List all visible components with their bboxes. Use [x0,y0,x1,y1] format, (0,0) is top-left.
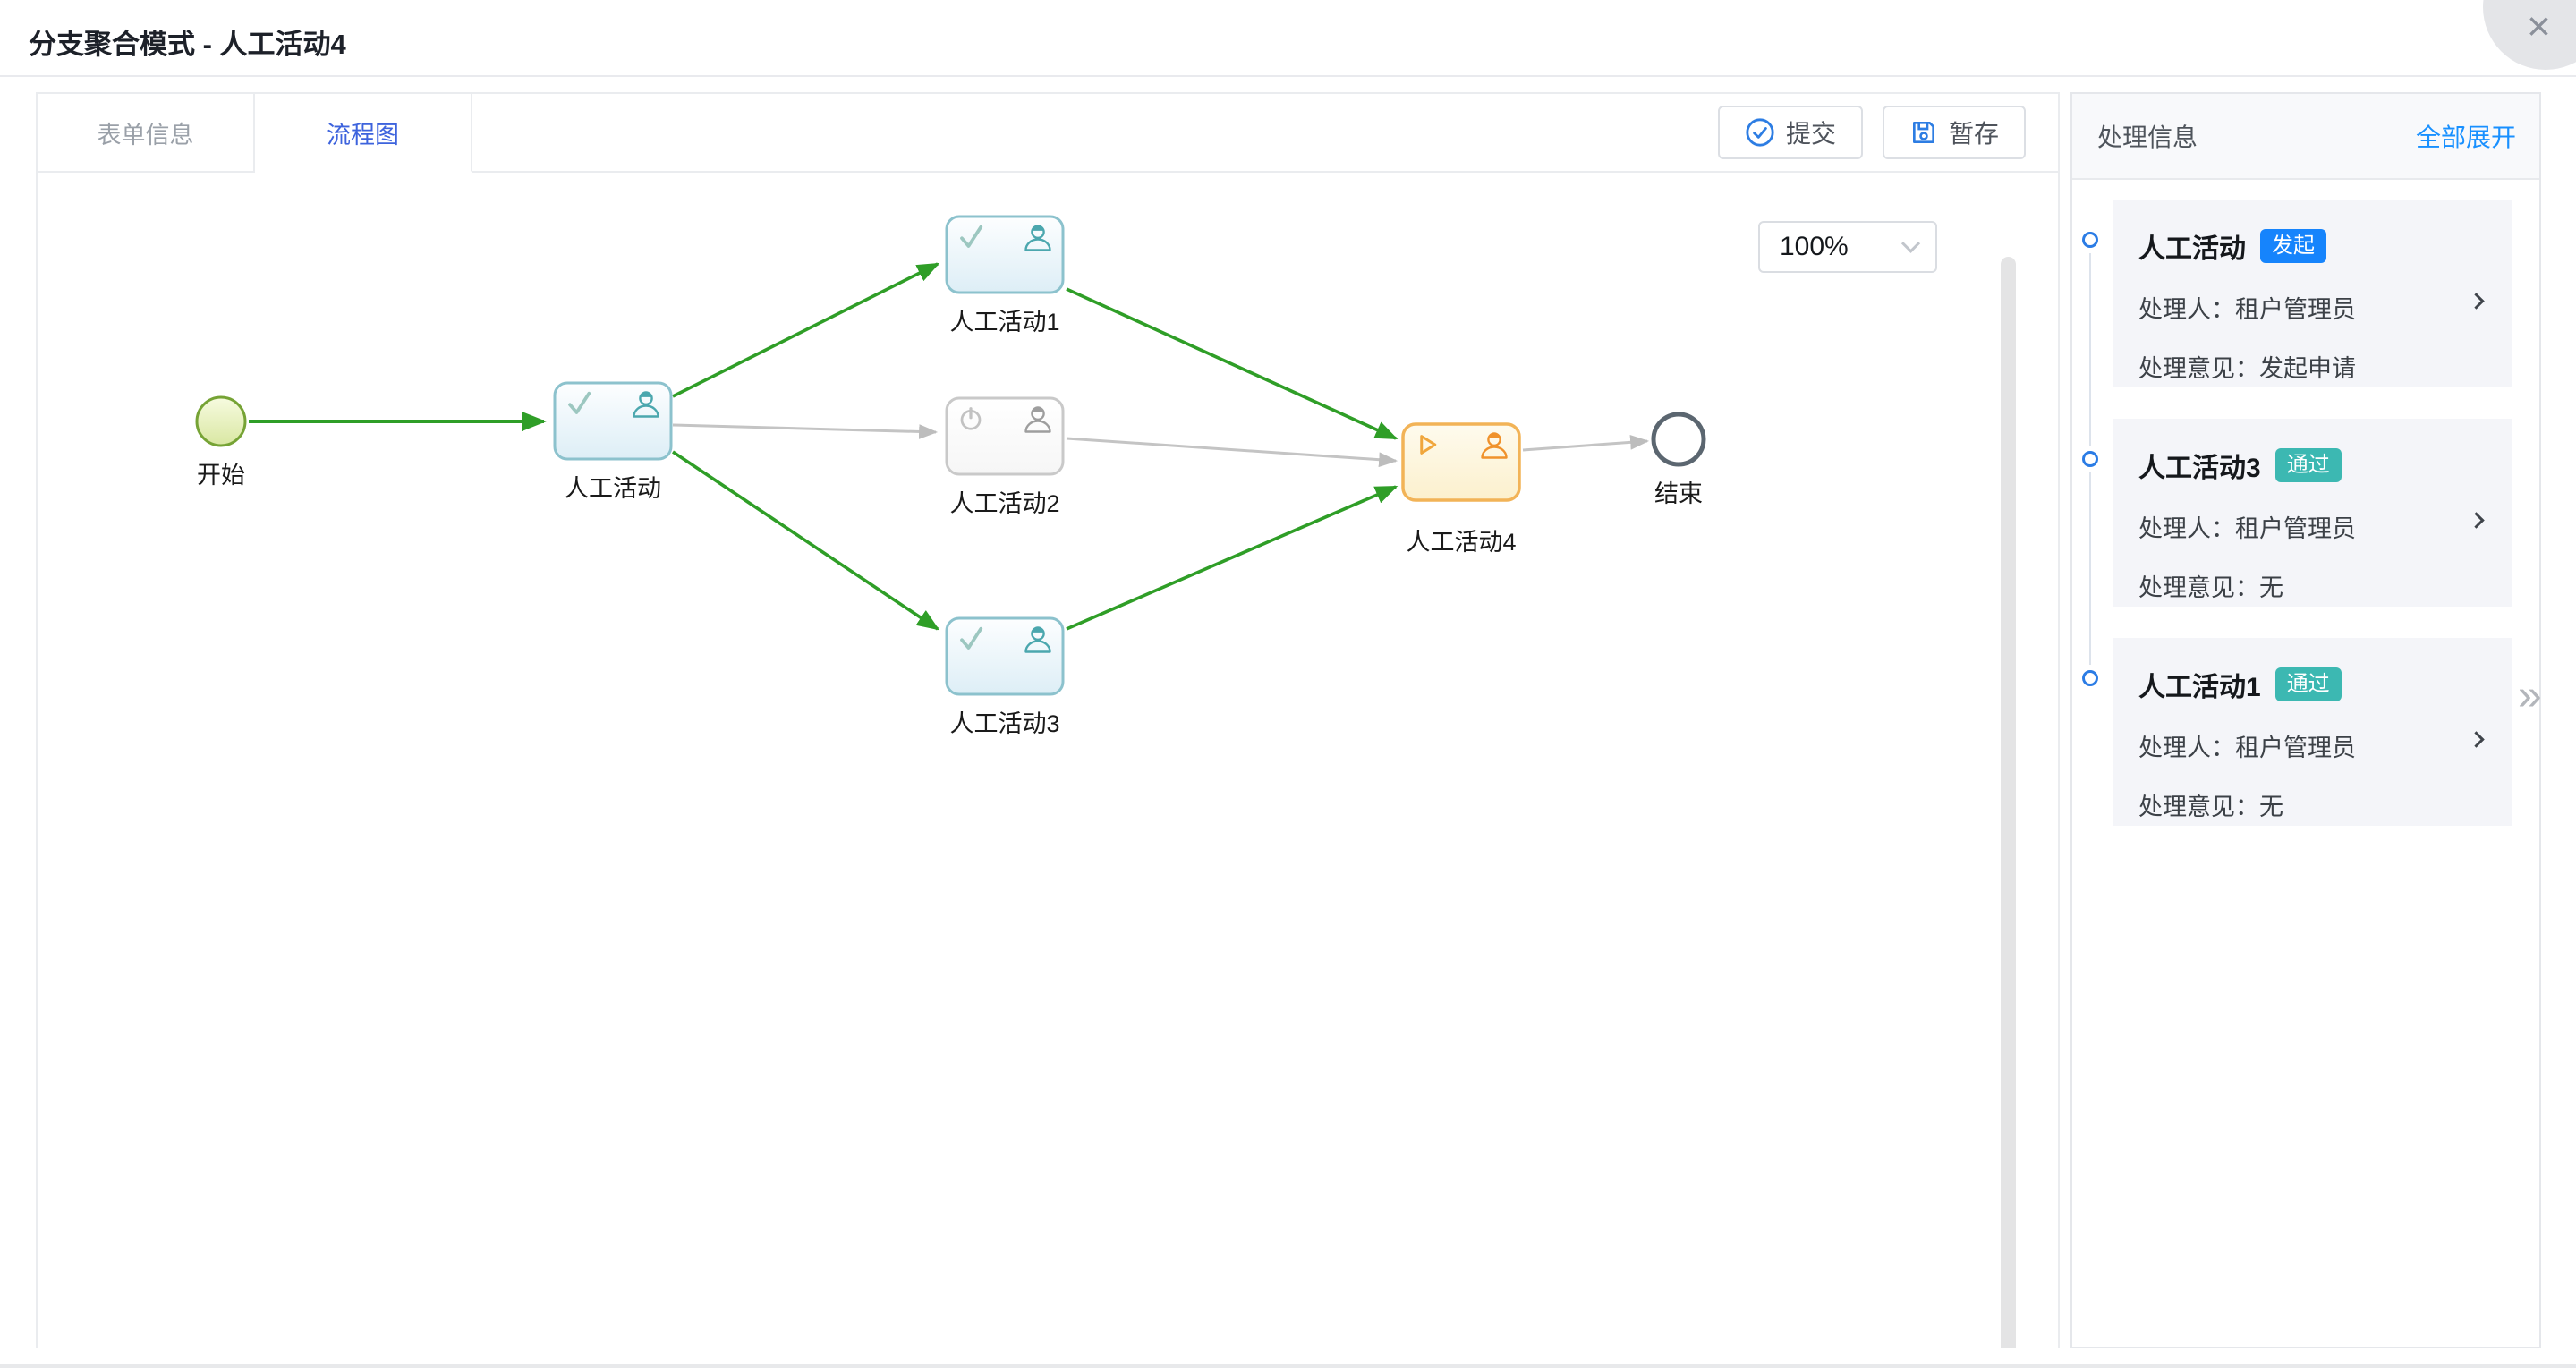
svg-text:人工活动2: 人工活动2 [949,490,1059,517]
flow-node-act[interactable]: 人工活动 [553,381,673,502]
svg-text:人工活动1: 人工活动1 [949,309,1059,336]
tab-bar: 表单信息 流程图 提交 暂存 [38,94,2058,173]
status-badge: 通过 [2274,667,2342,701]
svg-text:人工活动: 人工活动 [565,475,661,502]
window-bottom-edge [0,1364,2576,1368]
dialog-titlebar: 分支聚合模式 - 人工活动4 [0,0,2576,77]
process-card[interactable]: 人工活动3 通过 处理人：租户管理员 处理意见：无 [2113,419,2512,607]
zoom-level-value: 100% [1780,232,1849,261]
timeline-dot [2082,670,2098,686]
timeline-dot [2082,232,2098,248]
vertical-scrollbar-thumb[interactable] [2001,257,2016,1348]
chevron-down-icon [1900,234,1921,253]
handler-label: 处理人： [2138,735,2235,761]
submit-button[interactable]: 提交 [1717,106,1863,159]
edge-act1-act4 [1066,287,1399,440]
opinion-label: 处理意见： [2138,574,2259,601]
svg-text:人工活动3: 人工活动3 [949,710,1059,737]
panel-header: 处理信息 全部展开 [2072,94,2539,180]
process-card[interactable]: 人工活动 发起 处理人：租户管理员 处理意见：发起申请 [2113,200,2512,387]
svg-text:结束: 结束 [1654,480,1703,507]
svg-text:人工活动4: 人工活动4 [1406,529,1516,556]
opinion-label: 处理意见： [2138,794,2259,820]
chevron-right-icon[interactable] [2468,293,2485,310]
handler-value: 租户管理员 [2235,515,2356,542]
opinion-row: 处理意见：无 [2138,568,2487,603]
expand-all-link[interactable]: 全部展开 [2415,123,2516,151]
process-card-title: 人工活动1 [2138,673,2261,702]
zoom-level-select[interactable]: 100% [1758,221,1937,273]
timeline-connector [2089,253,2091,446]
save-icon [1912,122,1934,143]
handler-row: 处理人：租户管理员 [2138,509,2487,544]
status-badge: 发起 [2260,229,2326,263]
edge-act-act2 [672,423,939,439]
handler-label: 处理人： [2138,296,2235,323]
edge-act2-act4 [1066,437,1399,468]
process-card[interactable]: 人工活动1 通过 处理人：租户管理员 处理意见：无 [2113,638,2512,826]
timeline-dot [2082,451,2098,467]
opinion-label: 处理意见： [2138,355,2259,382]
flow-node-start[interactable]: 开始 [195,395,247,489]
flow-diagram: 开始 人工活动 人工活动1 [195,215,1706,737]
handler-row: 处理人：租户管理员 [2138,290,2487,325]
panel-collapse-icon[interactable]: » [2518,672,2542,719]
opinion-value: 发起申请 [2259,355,2356,382]
handler-label: 处理人： [2138,515,2235,542]
edge-act3-act4 [1066,485,1399,631]
process-card-title: 人工活动3 [2138,454,2261,483]
save-draft-label: 暂存 [1948,120,1999,148]
main-content-card: 表单信息 流程图 提交 暂存 [36,92,2060,1348]
edge-act-act1 [672,262,940,398]
opinion-value: 无 [2259,794,2283,820]
check-circle-icon [1746,118,1774,147]
flow-node-act2[interactable]: 人工活动2 [945,396,1065,517]
submit-label: 提交 [1785,120,1836,148]
handler-value: 租户管理员 [2235,735,2356,761]
panel-title: 处理信息 [2097,123,2198,151]
flow-node-act4[interactable]: 人工活动4 [1401,422,1521,556]
flow-node-end[interactable]: 结束 [1651,412,1706,507]
opinion-row: 处理意见：无 [2138,787,2487,822]
process-info-panel: 处理信息 全部展开 人工活动 发起 处理人：租户管理员 处理意见：发起申请 [2070,92,2542,1348]
opinion-row: 处理意见：发起申请 [2138,349,2487,384]
chevron-right-icon[interactable] [2468,731,2485,748]
close-icon[interactable]: × [2527,3,2551,49]
flow-node-act3[interactable]: 人工活动3 [945,616,1065,737]
toolbar: 提交 暂存 [472,94,2058,173]
timeline: 人工活动 发起 处理人：租户管理员 处理意见：发起申请 人工活动3 通过 [2072,180,2539,1347]
edge-act-act3 [671,450,940,631]
process-card-title: 人工活动 [2138,234,2246,264]
handler-row: 处理人：租户管理员 [2138,728,2487,763]
dialog-title: 分支聚合模式 - 人工活动4 [29,29,346,60]
flow-edges [249,262,1650,631]
opinion-value: 无 [2259,574,2283,601]
edge-act4-end [1522,434,1650,452]
flow-canvas[interactable]: 开始 人工活动 人工活动1 [38,173,2058,1348]
status-badge: 通过 [2274,448,2342,482]
tab-flow-diagram[interactable]: 流程图 [255,94,472,173]
tab-form-info[interactable]: 表单信息 [38,94,255,173]
save-draft-button[interactable]: 暂存 [1882,106,2026,159]
svg-text:开始: 开始 [197,462,245,489]
chevron-right-icon[interactable] [2468,512,2485,529]
flow-node-act1[interactable]: 人工活动1 [945,215,1065,336]
handler-value: 租户管理员 [2235,296,2356,323]
timeline-connector [2089,472,2091,665]
